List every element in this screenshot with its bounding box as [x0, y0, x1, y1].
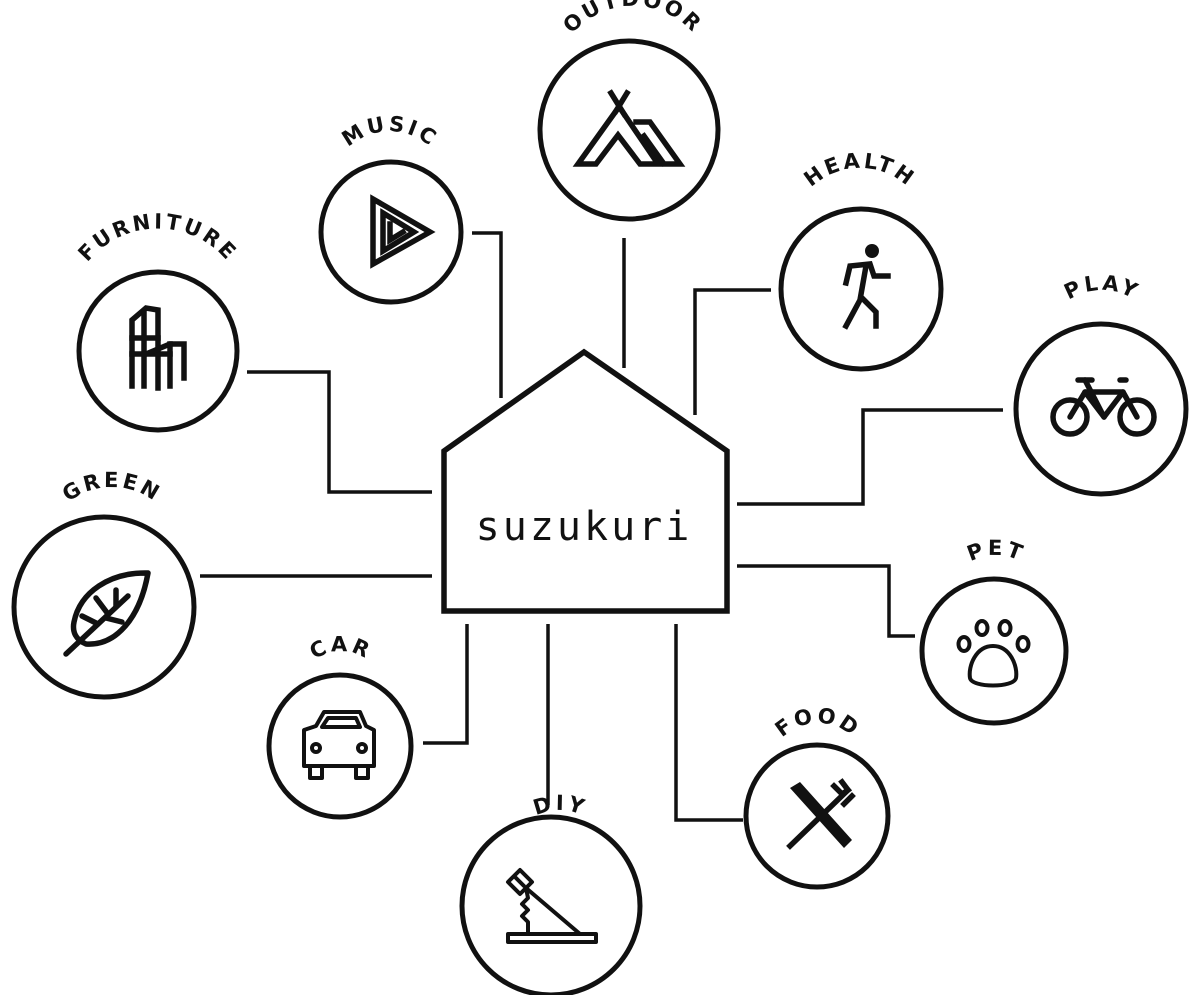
- car-icon: [302, 710, 376, 780]
- label-health: HEALTH: [800, 148, 921, 191]
- connector-food: [674, 624, 743, 822]
- brand-label: suzukuri: [476, 504, 693, 550]
- label-furniture: FURNITURE: [73, 209, 242, 266]
- connector-pet: [737, 564, 915, 638]
- category-food[interactable]: FOOD: [743, 703, 891, 890]
- category-car[interactable]: CAR: [266, 632, 414, 820]
- bicycle-icon: [1050, 377, 1157, 437]
- connector-music: [472, 231, 503, 398]
- label-music: MUSIC: [338, 112, 443, 152]
- connector-health: [693, 288, 771, 415]
- chair-icon: [129, 305, 187, 391]
- category-green[interactable]: GREEN: [11, 468, 197, 700]
- tent-icon: [572, 89, 686, 167]
- walking-person-icon: [842, 244, 891, 330]
- label-pet: PET: [964, 536, 1029, 566]
- circle-green: [11, 514, 197, 700]
- category-music[interactable]: MUSIC: [318, 112, 464, 305]
- category-outdoor[interactable]: OUTDOOR: [537, 0, 721, 222]
- category-furniture[interactable]: FURNITURE: [72, 209, 244, 433]
- label-food: FOOD: [771, 703, 866, 741]
- category-pet[interactable]: PET: [919, 536, 1069, 726]
- knife-fork-icon: [786, 778, 856, 850]
- label-outdoor: OUTDOOR: [558, 0, 707, 38]
- connector-play: [737, 408, 1003, 506]
- label-green: GREEN: [58, 468, 166, 506]
- center-house: suzukuri: [441, 348, 730, 614]
- leaf-icon: [63, 570, 151, 657]
- label-play: PLAY: [1060, 271, 1143, 304]
- circle-music: [318, 159, 464, 305]
- connector-furniture: [247, 370, 432, 494]
- category-play[interactable]: PLAY: [1013, 271, 1189, 497]
- paw-icon: [956, 619, 1031, 688]
- circle-health: [778, 206, 944, 372]
- circle-outdoor: [537, 38, 721, 222]
- circle-furniture: [76, 269, 240, 433]
- connector-car: [423, 624, 469, 745]
- circle-car: [266, 672, 414, 820]
- circle-diy: [459, 814, 643, 995]
- category-health[interactable]: HEALTH: [778, 148, 944, 372]
- saw-icon: [506, 868, 598, 944]
- play-triangle-icon: [370, 194, 436, 269]
- circle-play: [1013, 321, 1189, 497]
- house-outline: [441, 348, 730, 614]
- connectors: [200, 231, 1003, 822]
- label-car: CAR: [306, 632, 376, 664]
- category-diy[interactable]: DIY: [459, 791, 643, 995]
- circle-food: [743, 742, 891, 890]
- circle-pet: [919, 576, 1069, 726]
